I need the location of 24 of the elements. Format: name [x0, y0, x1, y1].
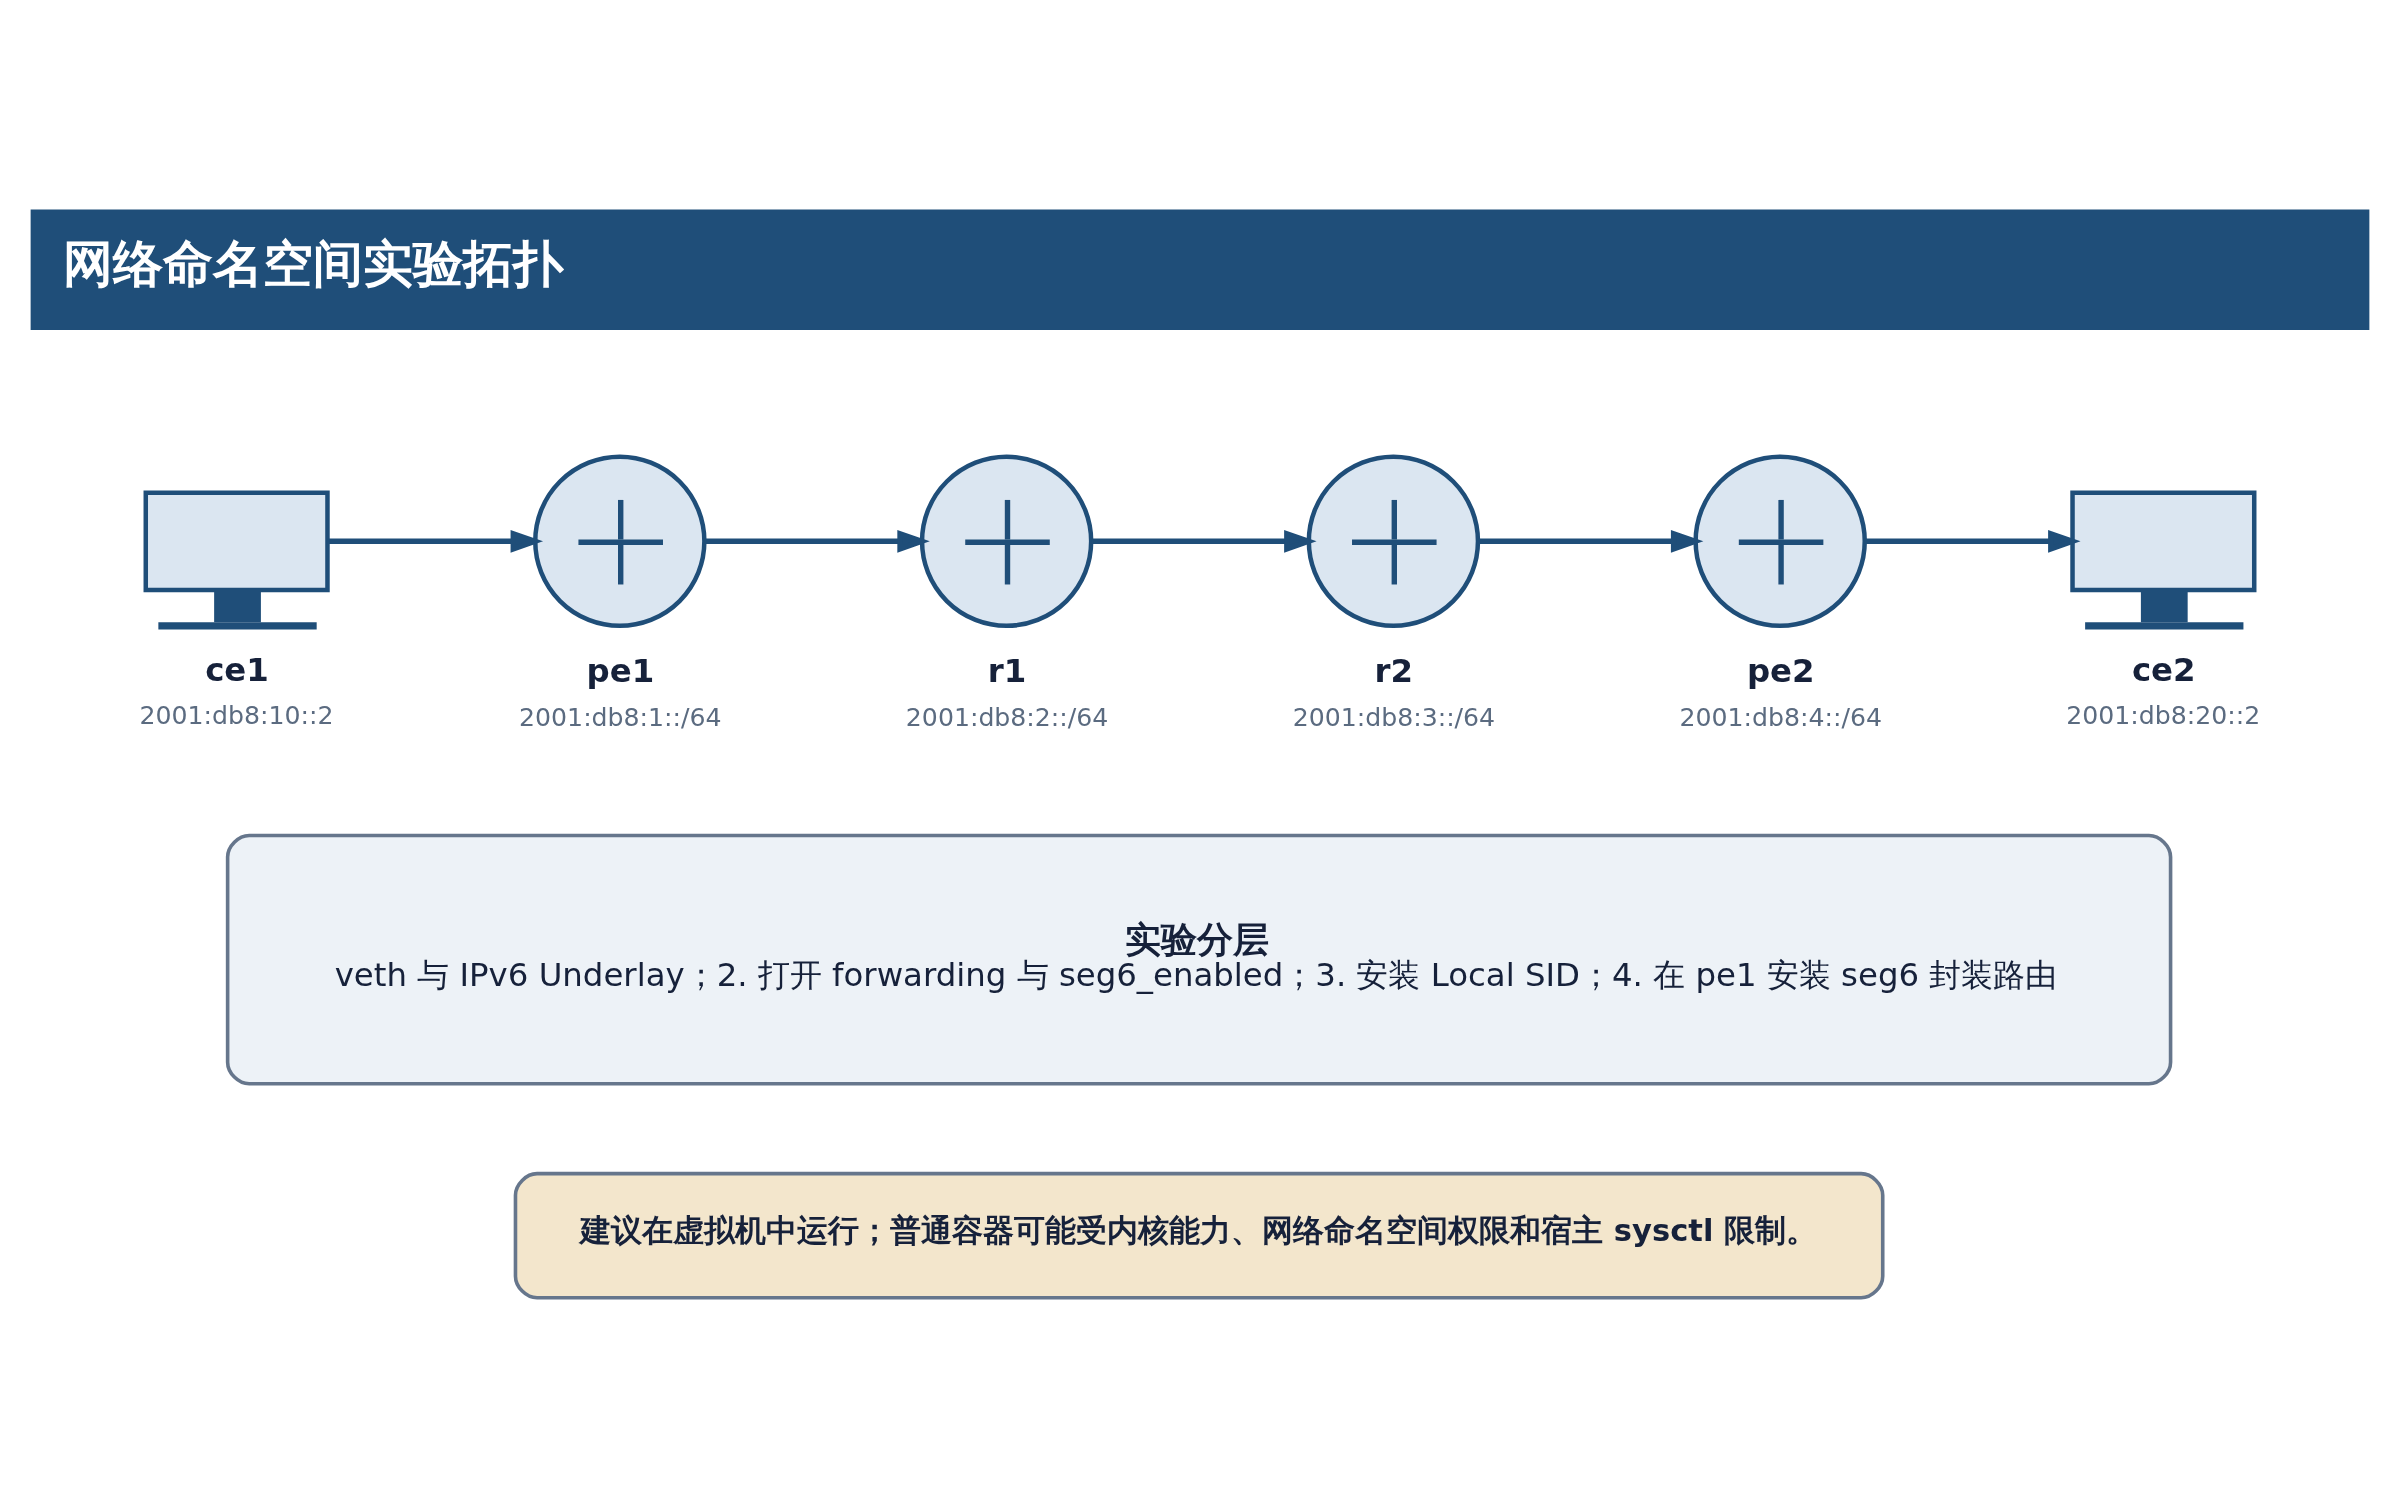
node-label: r1: [987, 652, 1027, 691]
node-box: 建议在虚拟机中运行；普通容器可能受内核能力、网络命名空间权限和宿主 sysctl 限制。: [513, 1171, 1885, 1300]
node-label: ce1: [205, 650, 269, 689]
arrow: [1478, 529, 1704, 553]
node-label: 2001:db8:3::/64: [1292, 703, 1496, 733]
node-circle: [1306, 454, 1481, 629]
arrow: [1091, 529, 1317, 553]
node-label: 2001:db8:20::2: [2066, 701, 2261, 731]
node-label: 2001:db8:1::/64: [519, 703, 722, 733]
node-label: 2001:db8:4::/64: [1679, 703, 1882, 733]
arrow: [704, 529, 930, 553]
node-label: 2001:db8:2::/64: [905, 703, 1109, 733]
node-label: r2: [1374, 652, 1414, 691]
node-circle: [1693, 454, 1867, 629]
node-circle: [533, 454, 707, 629]
arrow: [1864, 529, 2081, 553]
node-label: 2001:db8:10::2: [139, 701, 334, 731]
diagram-title: 网络命名空间实验拓扑: [63, 234, 564, 294]
node-box: 实验分层 veth 与 IPv6 Underlay；2. 打开 forwarding 与 seg6_enabled；3. 安装 Local SID；4. 在 pe1 安装 seg6 封装路由: [225, 833, 2173, 1086]
node-circle: [919, 454, 1094, 629]
node-label: ce2: [2131, 650, 2196, 689]
node-label: pe1: [586, 652, 655, 691]
arrow: [327, 529, 544, 553]
node-label: pe2: [1746, 652, 1815, 691]
